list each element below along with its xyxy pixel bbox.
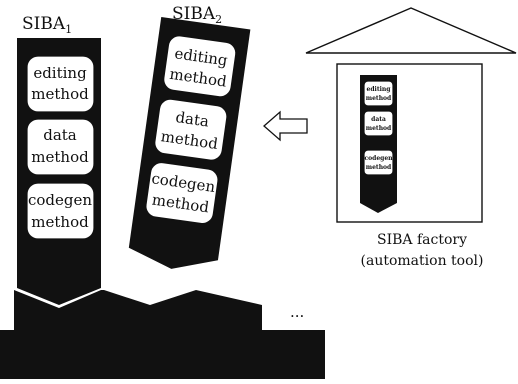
mini-data-method-box (363, 110, 394, 137)
siba2-data-method-box (154, 98, 228, 161)
mini-editing-method-line1: editing (367, 86, 392, 93)
factory-roof (305, 7, 517, 54)
factory-caption-line1: SIBA factory (377, 232, 467, 248)
mini-codegen-method-line2: method (366, 164, 392, 171)
siba2-editing-method-box (163, 35, 237, 98)
siba-factory-house: editing method data method codegen metho… (305, 7, 517, 269)
left-arrow-icon (263, 110, 308, 142)
mini-editing-method-box (363, 80, 394, 107)
base-shape (0, 290, 325, 379)
siba1-editing-method-line2: method (31, 85, 89, 103)
factory-walls (336, 63, 483, 223)
factory-caption-line2: (automation tool) (361, 253, 484, 269)
mini-data-method-line2: method (366, 125, 392, 132)
siba1-data-method-line2: method (31, 148, 89, 166)
mini-codegen-method-box (363, 149, 394, 176)
factory-mini-siba: editing method data method codegen metho… (360, 75, 397, 213)
mini-data-method-line1: data (371, 116, 386, 123)
siba2-block: SIBA2 editing method data method codegen… (128, 4, 251, 269)
siba1-title: SIBA1 (22, 14, 72, 36)
base-ellipsis: ... (290, 303, 304, 321)
siba1-editing-method-line1: editing (33, 64, 87, 82)
siba1-codegen-method-line2: method (31, 213, 89, 231)
siba1-block: SIBA1 editing method data method codegen… (17, 14, 101, 305)
mini-codegen-method-line1: codegen (364, 155, 393, 162)
base-foundation: ... (0, 290, 325, 379)
siba2-codegen-method-box (145, 161, 219, 225)
mini-editing-method-line2: method (366, 95, 392, 102)
siba2-title: SIBA2 (172, 4, 222, 26)
siba1-data-method-box (26, 118, 95, 176)
siba2-data-method-line1: data (174, 108, 210, 130)
mini-siba-body (360, 75, 397, 213)
siba1-codegen-method-line1: codegen (28, 191, 92, 209)
siba1-editing-method-box (26, 55, 95, 113)
siba1-codegen-method-box (26, 182, 95, 240)
siba1-data-method-line1: data (43, 126, 77, 144)
